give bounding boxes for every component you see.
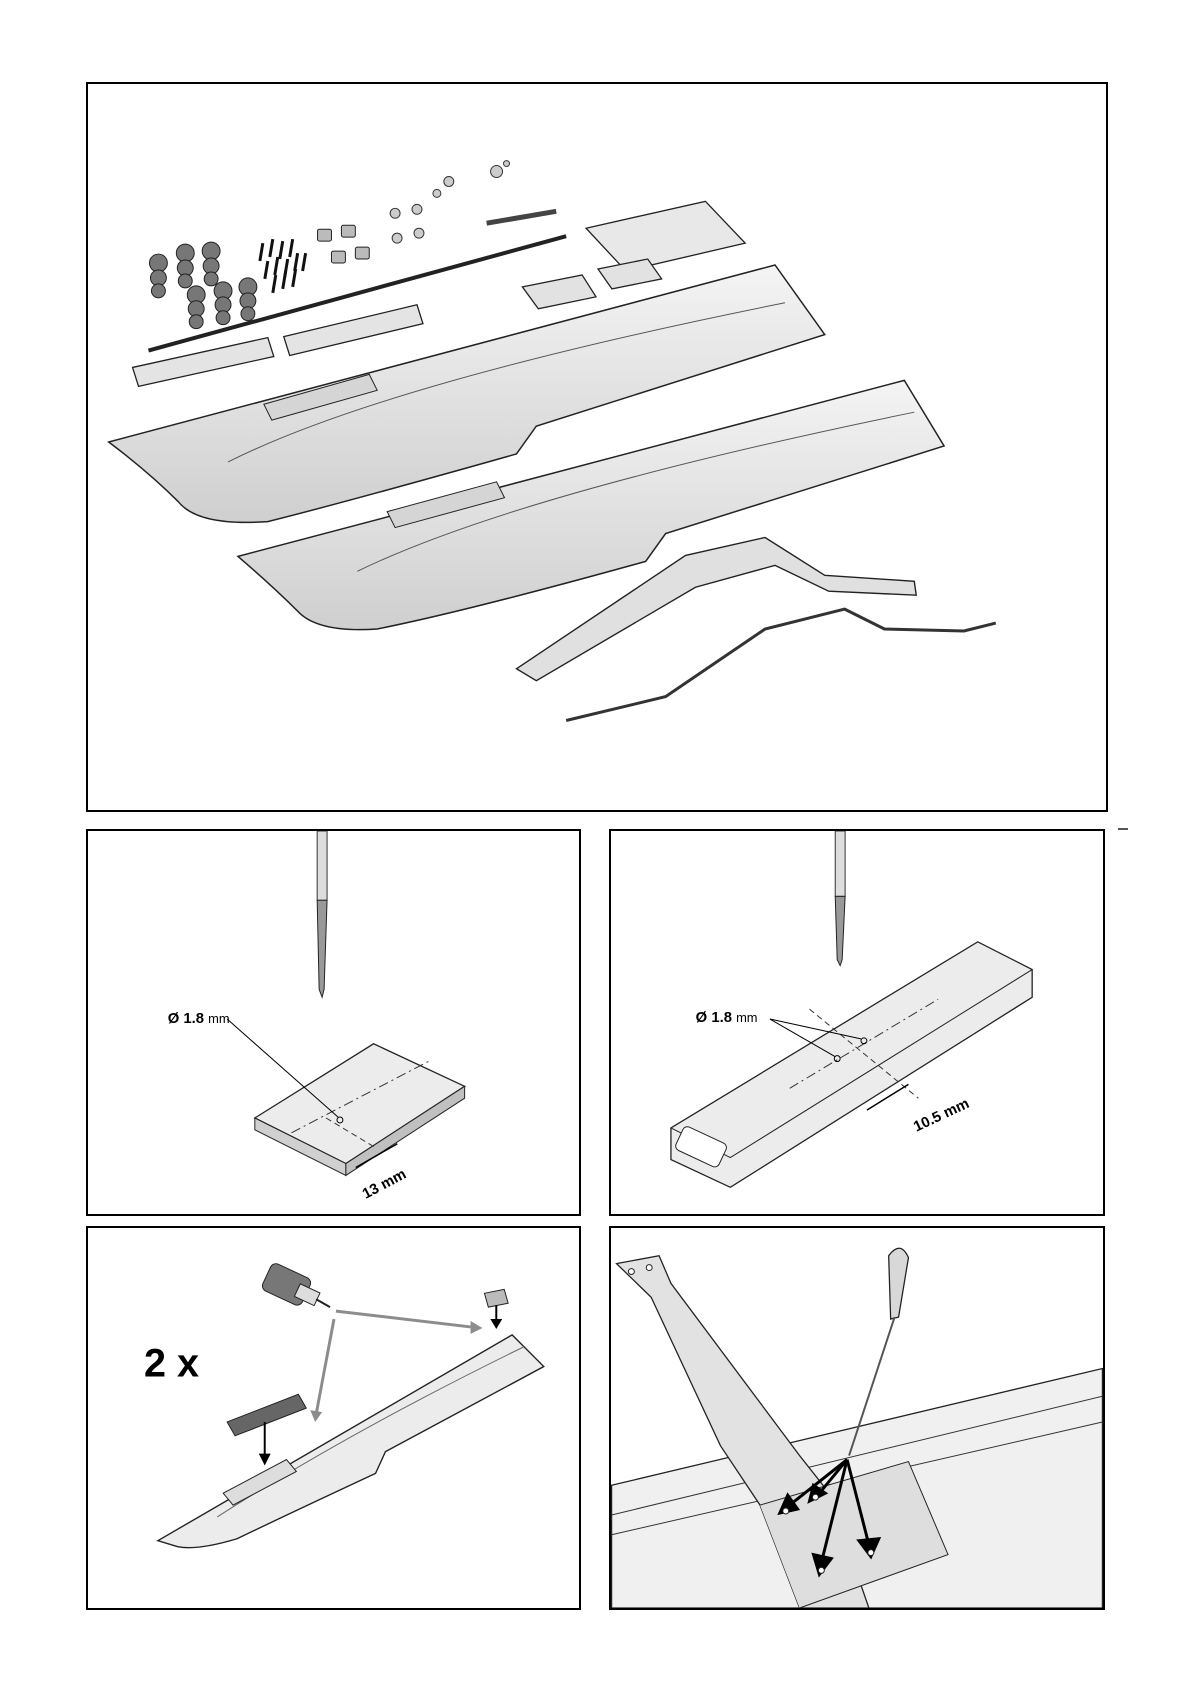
glue-arrow-2	[316, 1319, 334, 1414]
tube-2	[284, 305, 423, 356]
drill-tube-panel: Ø 1.8 mm 10.5 mm	[609, 829, 1105, 1216]
drill-tube-illustration: Ø 1.8 mm 10.5 mm	[611, 831, 1103, 1214]
screw-illustration	[611, 1228, 1103, 1608]
large-plate	[586, 201, 745, 271]
distance-label: 10.5 mm	[911, 1096, 972, 1136]
diameter-label: Ø 1.8 mm	[696, 1010, 758, 1026]
quantity-label: 2 x	[144, 1341, 199, 1385]
drill-bit	[317, 900, 327, 997]
corner-mark	[1118, 828, 1128, 830]
drill-shank	[317, 831, 327, 900]
glue-bottle	[260, 1262, 330, 1307]
glue-panel: 2 x	[86, 1226, 581, 1610]
bracket-pieces	[318, 225, 370, 263]
small-screws	[260, 239, 306, 293]
float-hull	[158, 1335, 544, 1548]
screw-panel	[609, 1226, 1105, 1610]
short-rod	[487, 211, 557, 223]
screw-cluster	[149, 242, 256, 329]
drill-plate-panel: Ø 1.8 mm 13 mm	[86, 829, 581, 1216]
diameter-label: Ø 1.8 mm	[168, 1011, 230, 1027]
small-plate-1	[522, 275, 596, 309]
drill-plate-illustration: Ø 1.8 mm 13 mm	[88, 831, 579, 1214]
glue-arrow-1	[336, 1311, 471, 1327]
distance-label: 13 mm	[360, 1167, 409, 1203]
washers	[390, 161, 509, 244]
drill-bit	[835, 896, 845, 965]
plate-part	[484, 1289, 508, 1307]
overview-illustration	[88, 84, 1106, 810]
tube-1	[133, 338, 274, 387]
tube-part	[227, 1394, 306, 1436]
drill-shank	[835, 831, 845, 896]
overview-panel	[86, 82, 1108, 812]
glue-illustration: 2 x	[88, 1228, 579, 1608]
